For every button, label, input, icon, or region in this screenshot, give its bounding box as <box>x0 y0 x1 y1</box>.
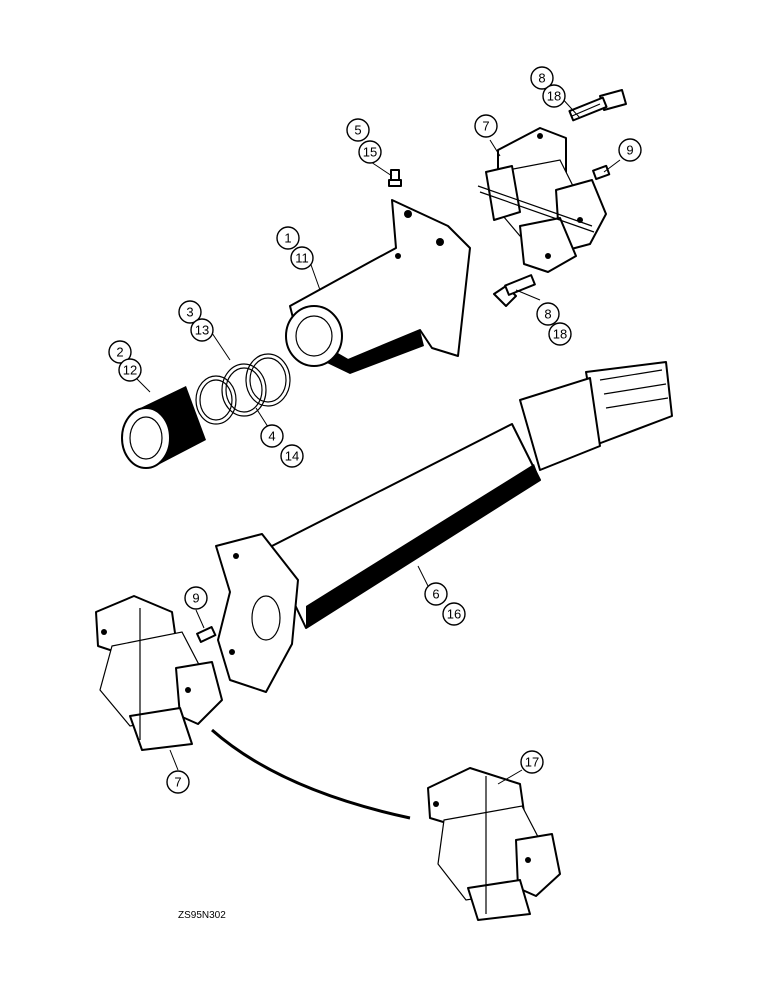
callout-label: 17 <box>525 755 539 770</box>
upper-universal-joint <box>477 127 607 273</box>
callout-label: 11 <box>295 251 309 266</box>
grease-fitting-right <box>592 164 611 181</box>
callout-label: 14 <box>285 449 299 464</box>
callout-label: 16 <box>447 607 461 622</box>
callout-9-lower: 9 <box>184 586 208 610</box>
callout-label: 1 <box>284 231 291 246</box>
slip-yoke <box>285 199 471 374</box>
callout-6: 6 <box>424 582 448 606</box>
callout-8-top: 8 <box>530 66 554 90</box>
callout-16: 16 <box>442 602 466 626</box>
callout-12: 12 <box>118 358 142 382</box>
callout-label: 6 <box>432 587 439 602</box>
callout-17: 17 <box>520 750 544 774</box>
callout-label: 12 <box>123 363 137 378</box>
callout-2: 2 <box>108 340 132 364</box>
callout-label: 18 <box>553 327 567 342</box>
callout-3: 3 <box>178 300 202 324</box>
callout-label: 2 <box>116 345 123 360</box>
callout-label: 3 <box>186 305 193 320</box>
callout-11: 11 <box>290 246 314 270</box>
callout-1: 1 <box>276 226 300 250</box>
callout-label: 18 <box>547 89 561 104</box>
lower-universal-joint <box>95 595 223 751</box>
grease-fitting-top <box>388 169 402 187</box>
callout-7-lower: 7 <box>166 770 190 794</box>
spline-nut <box>121 386 206 469</box>
callout-8-lower: 8 <box>536 302 560 326</box>
callout-label: 9 <box>192 591 199 606</box>
callout-label: 9 <box>626 143 633 158</box>
snap-rings <box>195 353 291 425</box>
callout-5: 5 <box>346 118 370 142</box>
callout-9-top: 9 <box>618 138 642 162</box>
callout-label: 5 <box>354 123 361 138</box>
callout-18-top: 18 <box>542 84 566 108</box>
callout-7-top: 7 <box>474 114 498 138</box>
bolt-lower <box>493 274 536 307</box>
replacement-universal-joint <box>427 767 561 921</box>
drive-shaft <box>215 361 673 693</box>
figure-code: ZS95N302 <box>178 910 226 921</box>
callout-label: 8 <box>544 307 551 322</box>
callout-label: 15 <box>363 145 377 160</box>
callout-4: 4 <box>260 424 284 448</box>
callout-15: 15 <box>358 140 382 164</box>
callout-label: 13 <box>195 323 209 338</box>
callout-14: 14 <box>280 444 304 468</box>
callout-label: 4 <box>268 429 275 444</box>
connector-curve <box>211 728 411 820</box>
callout-label: 7 <box>174 775 181 790</box>
callout-13: 13 <box>190 318 214 342</box>
grease-fitting-left <box>196 625 217 643</box>
callout-label: 8 <box>538 71 545 86</box>
callout-18-lower: 18 <box>548 322 572 346</box>
callout-label: 7 <box>482 119 489 134</box>
